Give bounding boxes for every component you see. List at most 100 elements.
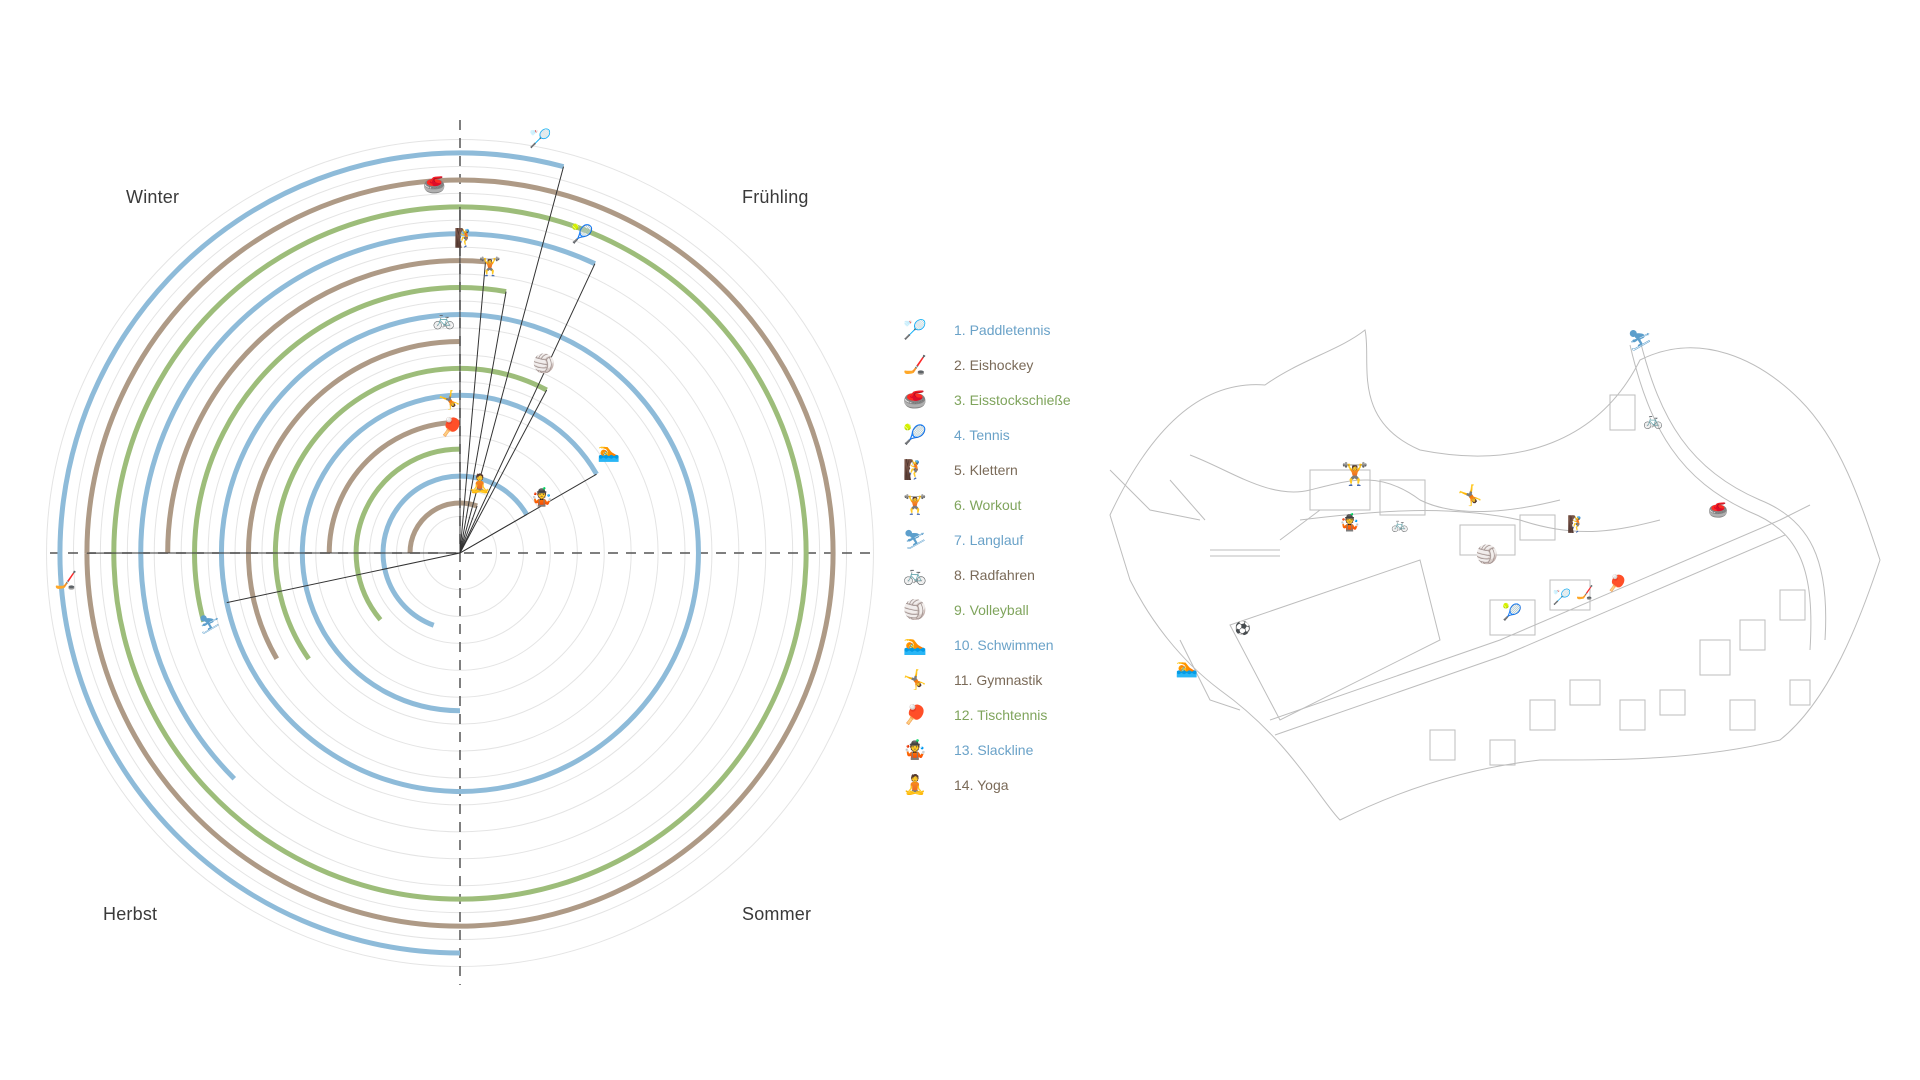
legend-item: 🧘 14. Yoga bbox=[900, 767, 1071, 802]
sports-field bbox=[1229, 559, 1441, 721]
building bbox=[1489, 599, 1536, 636]
legend-item: 🏋 6. Workout bbox=[900, 487, 1071, 522]
pier bbox=[1179, 639, 1241, 711]
map-hockey-stick-icon: 🏒 bbox=[1576, 584, 1593, 601]
road-main-edge bbox=[1274, 534, 1786, 736]
paddle-racket-icon: 🏸 bbox=[529, 126, 551, 149]
swimming-icon: 🏊 bbox=[598, 442, 620, 463]
stairs bbox=[1210, 549, 1280, 557]
legend-label: 14. Yoga bbox=[954, 776, 1009, 793]
legend-item: 🎾 4. Tennis bbox=[900, 417, 1071, 452]
tennis-ball-icon: 🎾 bbox=[903, 424, 927, 446]
building bbox=[1309, 469, 1371, 511]
legend-label: 12. Tischtennis bbox=[954, 706, 1048, 723]
legend-item: 🚲8. Radfahren bbox=[900, 557, 1071, 592]
building bbox=[1489, 739, 1516, 766]
slackline-icon: 🤹 bbox=[531, 486, 553, 508]
building bbox=[1429, 729, 1456, 761]
building bbox=[1789, 679, 1811, 706]
activity-arc-9 bbox=[272, 365, 548, 661]
road-north bbox=[1639, 339, 1827, 641]
legend-label: 13. Slackline bbox=[954, 741, 1034, 758]
map-tennis-ball-icon: 🎾 bbox=[1502, 603, 1522, 622]
activity-arc-6 bbox=[192, 285, 507, 623]
legend-item: 🤸 11. Gymnastik bbox=[900, 662, 1071, 697]
activity-arc-11 bbox=[326, 419, 461, 554]
legend-label: 11. Gymnastik bbox=[954, 671, 1043, 688]
cross-country-ski-icon: ⛷ bbox=[198, 614, 221, 635]
curling-icon: 🥌 bbox=[423, 175, 445, 196]
curling-icon: 🥌 bbox=[903, 389, 927, 411]
table-tennis-icon: 🏓 bbox=[903, 704, 927, 726]
activity-spoke-1 bbox=[459, 166, 565, 554]
season-label-spring: Frühling bbox=[742, 187, 809, 207]
map-paddle-racket-icon: 🏸 bbox=[1553, 587, 1572, 606]
legend-label: 8. Radfahren bbox=[954, 566, 1035, 583]
gymnastics-icon: 🤸 bbox=[438, 389, 460, 411]
building bbox=[1729, 699, 1756, 731]
stairs bbox=[1169, 479, 1206, 521]
activity-spoke-9 bbox=[459, 389, 548, 554]
table-tennis-icon: 🏓 bbox=[440, 415, 462, 438]
activity-spoke-13 bbox=[459, 514, 527, 554]
legend-item: 🤹13. Slackline bbox=[900, 732, 1071, 767]
activity-arc-8 bbox=[245, 338, 461, 661]
hockey-stick-icon: 🏒 bbox=[903, 354, 927, 376]
stairs bbox=[1279, 509, 1321, 541]
gymnastics-icon: 🤸 bbox=[903, 669, 927, 691]
building bbox=[1459, 524, 1516, 556]
activity-arc-14 bbox=[407, 500, 478, 554]
swimming-icon: 🏊 bbox=[903, 634, 927, 656]
map-bicycle-icon: 🚲 bbox=[1391, 517, 1408, 533]
building bbox=[1659, 689, 1686, 716]
building bbox=[1379, 479, 1426, 516]
yoga-icon: 🧘 bbox=[903, 774, 927, 796]
activity-spoke-4 bbox=[459, 263, 596, 554]
volleyball-icon: 🏐 bbox=[533, 353, 555, 375]
map-tennis-ball-icon: ⚽ bbox=[1234, 621, 1251, 637]
legend-label: 4. Tennis bbox=[954, 426, 1010, 443]
cross-country-ski-icon: ⛷ bbox=[902, 529, 928, 551]
season-label-autumn: Herbst bbox=[103, 904, 158, 924]
building bbox=[1739, 619, 1766, 651]
pier bbox=[1109, 469, 1201, 521]
legend-label: 7. Langlauf bbox=[954, 531, 1024, 548]
activity-arc-4 bbox=[138, 231, 596, 781]
map-weightlifting-icon: 🏋 bbox=[1341, 462, 1368, 488]
activity-spoke-14 bbox=[459, 505, 478, 554]
building bbox=[1519, 514, 1556, 541]
activity-arcs bbox=[57, 150, 836, 956]
legend-label: 6. Workout bbox=[954, 496, 1022, 513]
weightlifting-icon: 🏋 bbox=[903, 494, 927, 516]
building bbox=[1609, 394, 1636, 431]
building bbox=[1549, 579, 1591, 611]
road-main bbox=[1269, 504, 1811, 721]
activity-arc-1 bbox=[57, 150, 565, 956]
activity-spoke-6 bbox=[459, 291, 507, 554]
building bbox=[1699, 639, 1731, 676]
map-table-tennis-icon: 🏓 bbox=[1607, 573, 1627, 593]
legend-item: 🏓 12. Tischtennis bbox=[900, 697, 1071, 732]
volleyball-icon: 🏐 bbox=[903, 599, 927, 621]
season-label-summer: Sommer bbox=[742, 904, 812, 924]
map-curling-icon: 🥌 bbox=[1708, 501, 1728, 520]
legend-label: 5. Klettern bbox=[954, 461, 1018, 478]
legend-label: 9. Volleyball bbox=[954, 601, 1029, 618]
weightlifting-icon: 🏋 bbox=[479, 256, 501, 278]
yoga-icon: 🧘 bbox=[469, 472, 491, 494]
building bbox=[1529, 699, 1556, 731]
activity-arc-3 bbox=[111, 204, 809, 902]
bicycle-icon: 🚲 bbox=[432, 310, 454, 331]
legend-item: ⛷ 7. Langlauf bbox=[900, 522, 1071, 557]
map-slackline-icon: 🤹 bbox=[1339, 512, 1360, 533]
legend-label: 3. Eisstockschieße bbox=[954, 391, 1071, 408]
map-swimming-icon: 🏊 bbox=[1176, 658, 1198, 679]
paddle-racket-icon: 🏸 bbox=[903, 319, 927, 341]
tennis-ball-icon: 🎾 bbox=[571, 223, 593, 245]
building bbox=[1619, 699, 1646, 731]
climbing-icon: 🧗 bbox=[454, 227, 476, 249]
legend-item: 🥌 3. Eisstockschieße bbox=[900, 382, 1071, 417]
climbing-icon: 🧗 bbox=[903, 459, 927, 481]
